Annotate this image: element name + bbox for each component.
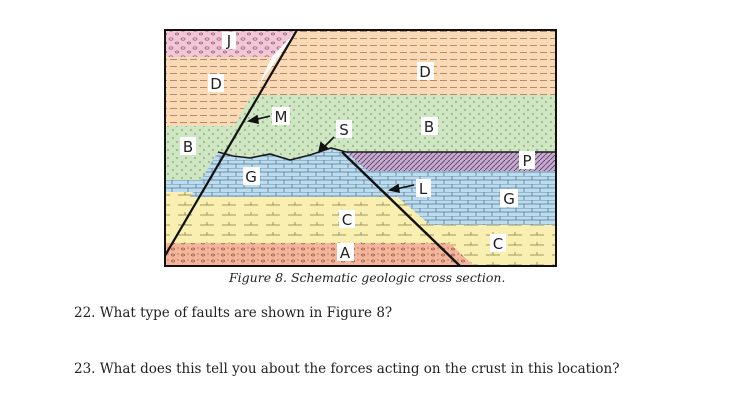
label-a-text: A xyxy=(340,244,351,262)
arrow-s xyxy=(317,136,335,154)
label-d-left-text: D xyxy=(210,75,222,93)
layer-p xyxy=(346,152,556,171)
label-b-right: B xyxy=(421,117,438,136)
layer-g-right xyxy=(368,171,556,225)
label-j-text: J xyxy=(226,32,231,50)
layer-c-middle xyxy=(169,197,450,243)
layer-d-middle xyxy=(252,30,556,95)
label-g-left: G xyxy=(243,167,260,186)
fault-l xyxy=(341,151,461,266)
layer-b-middle xyxy=(218,95,556,160)
label-g-left-text: G xyxy=(245,168,257,186)
label-b-left-text: B xyxy=(183,138,193,156)
label-c-left: C xyxy=(339,210,355,229)
label-a: A xyxy=(337,243,354,262)
label-b-left: B xyxy=(180,137,196,156)
label-b-right-text: B xyxy=(424,118,434,136)
label-j: J xyxy=(222,32,236,50)
label-g-right-text: G xyxy=(503,190,515,208)
question-23: 23. What does this tell you about the fo… xyxy=(74,361,620,377)
label-c-right-text: C xyxy=(493,235,503,253)
label-c-right: C xyxy=(490,234,506,253)
label-s-text: S xyxy=(339,121,349,139)
label-c-left-text: C xyxy=(342,211,352,229)
figure-frame xyxy=(164,29,557,267)
label-m-text: M xyxy=(275,108,288,126)
question-22: 22. What type of faults are shown in Fig… xyxy=(74,305,393,321)
fault-m xyxy=(165,30,298,258)
label-m: M xyxy=(272,107,290,126)
layer-g-middle xyxy=(190,148,400,197)
layer-a-middle xyxy=(165,243,474,266)
label-d-right-text: D xyxy=(419,63,431,81)
arrow-l xyxy=(387,183,415,194)
label-g-right: G xyxy=(500,189,518,208)
label-l: L xyxy=(416,179,431,198)
label-l-text: L xyxy=(419,180,428,198)
unconformity-s xyxy=(217,147,556,161)
label-d-left: D xyxy=(208,74,224,93)
label-p: P xyxy=(519,151,535,170)
figure-caption: Figure 8. Schematic geologic cross secti… xyxy=(229,270,506,285)
label-p-text: P xyxy=(522,152,531,170)
arrow-m xyxy=(246,114,271,125)
label-d-right: D xyxy=(417,62,434,81)
label-s: S xyxy=(336,120,352,139)
